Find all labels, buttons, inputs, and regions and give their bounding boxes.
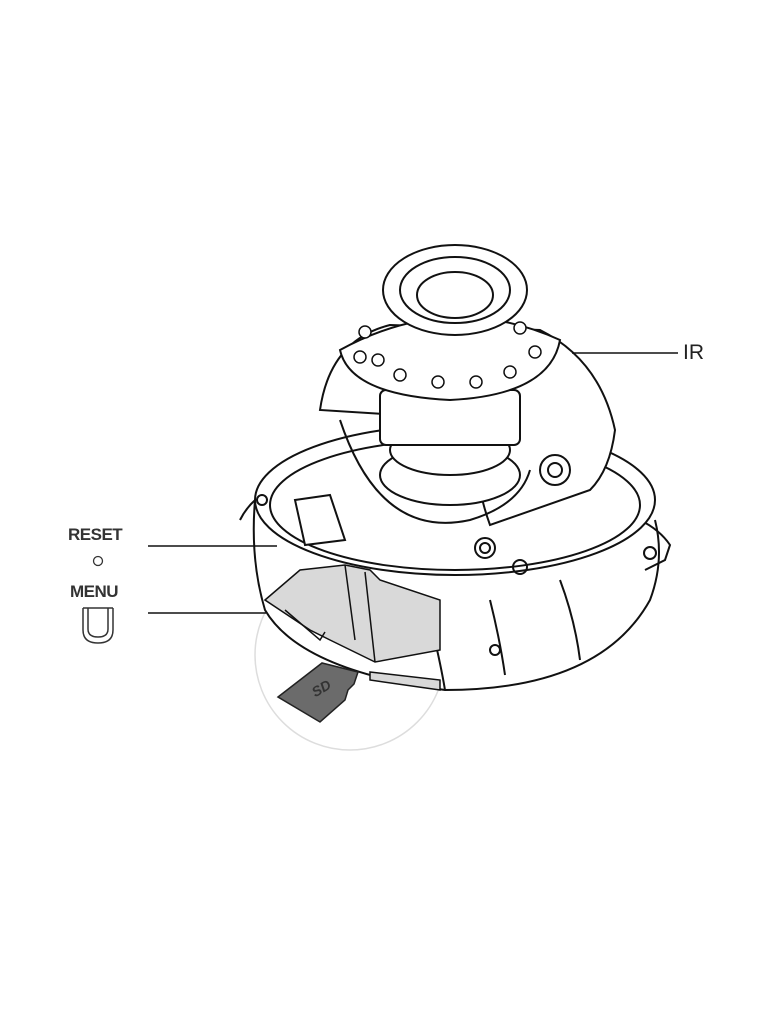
micro-sd-card-icon: SD [276,662,359,723]
menu-button-icon [82,607,114,644]
reset-button-icon [92,555,104,567]
camera-module [293,244,617,547]
reset-label: RESET [68,525,123,544]
sd-slot-area [263,564,441,691]
menu-label: MENU [70,582,119,601]
ir-label: IR [683,341,704,364]
